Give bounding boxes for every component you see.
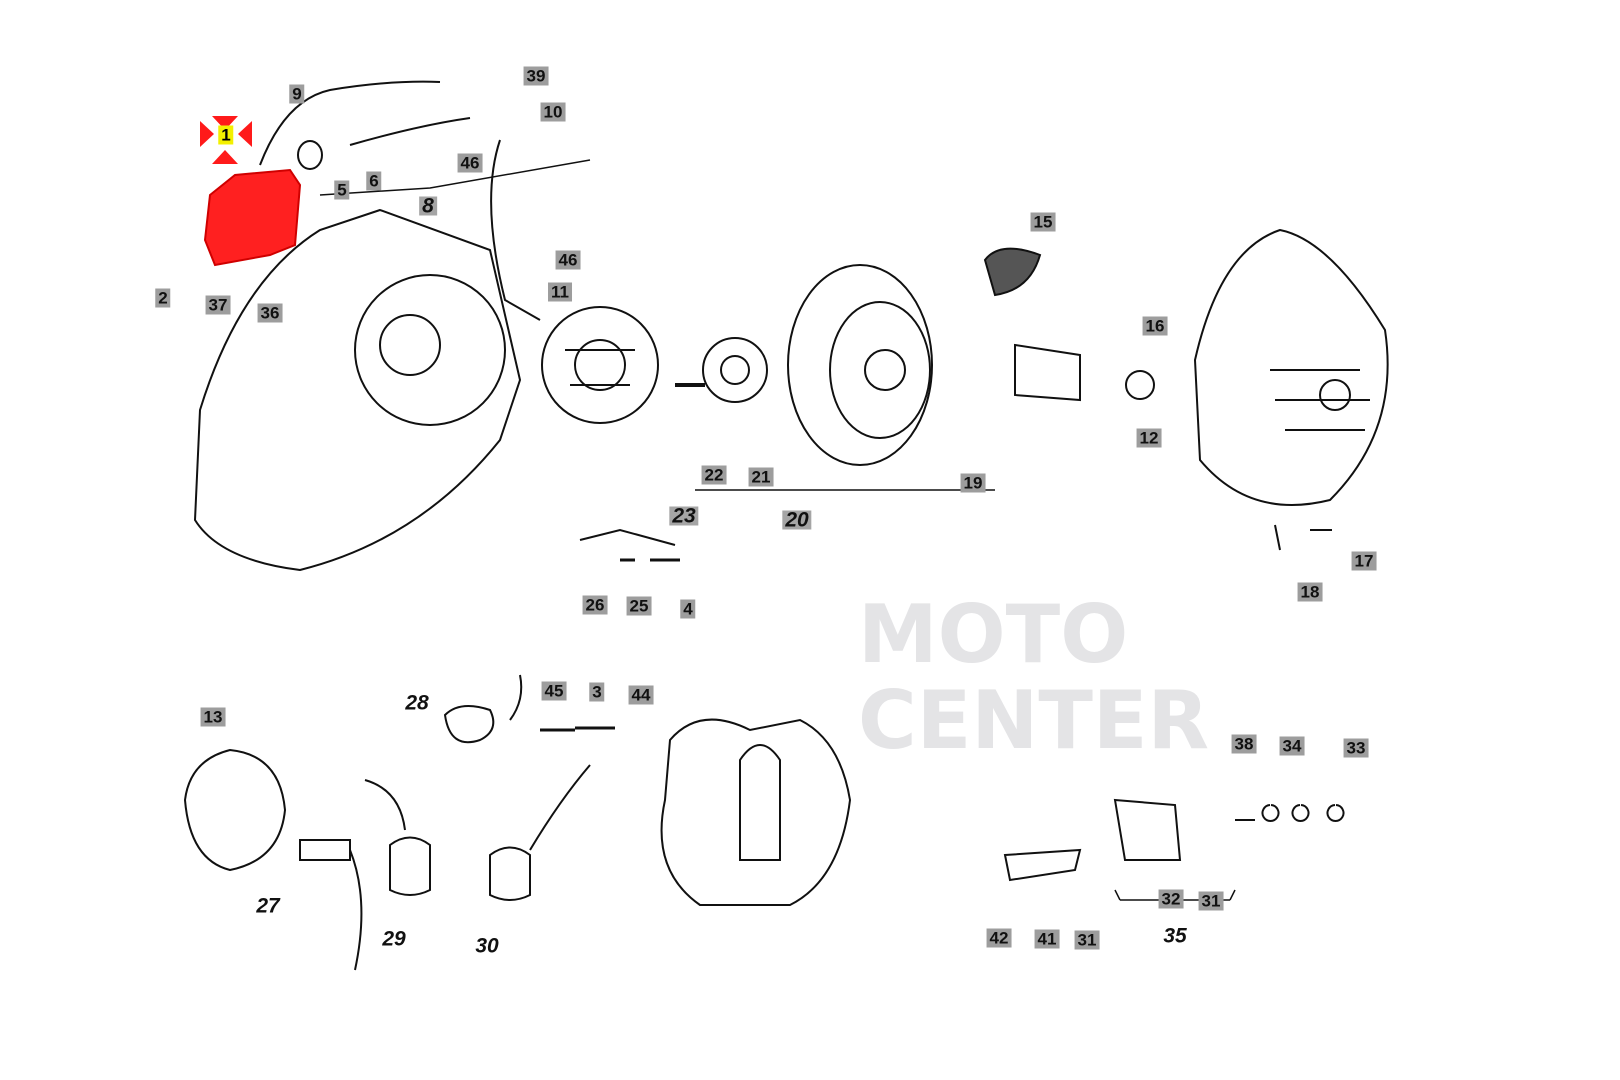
part-label[interactable]: 4 [680,599,696,619]
part-label[interactable]: 31 [1074,930,1100,950]
part-label[interactable]: 22 [701,465,727,485]
gasket-21 [702,337,768,403]
part-label[interactable]: 10 [540,102,566,122]
part-label[interactable]: 15 [1030,212,1056,232]
harness-11 [490,139,541,321]
part-label[interactable]: 11 [548,282,572,302]
part-label[interactable]: 42 [986,928,1012,948]
coil-30 [489,846,531,901]
cable-8 [349,117,471,146]
ignition-coil-part[interactable] [203,168,302,267]
part-label[interactable]: 41 [1034,929,1060,949]
part-label-selected[interactable]: 1 [218,125,234,145]
part-label[interactable]: 18 [1297,582,1323,602]
part-label[interactable]: 23 [669,506,699,527]
part-label[interactable]: 32 [1158,889,1184,909]
part-label[interactable]: 17 [1351,551,1377,571]
part-label[interactable]: 38 [1231,734,1257,754]
part-label[interactable]: 3 [589,682,605,702]
mount-plate [660,718,852,906]
part-label[interactable]: 30 [475,934,499,958]
screw-17 [1274,524,1332,551]
highlight-arrow-icon [200,121,214,147]
part-label[interactable]: 27 [256,894,280,918]
points-35 [1113,798,1182,861]
part-label[interactable]: 45 [541,681,567,701]
part-label[interactable]: 44 [628,685,654,705]
part-label[interactable]: 34 [1279,736,1305,756]
part-label[interactable]: 6 [366,171,382,191]
stator-plate-part [541,306,659,424]
part-label[interactable]: 12 [1136,428,1162,448]
part-label[interactable]: 37 [205,295,231,315]
hv-cable [259,80,441,166]
part-label[interactable]: 2 [155,288,171,308]
fan-cover-part [1193,228,1389,506]
lever-42 [1003,848,1082,882]
watermark: MOTO CENTER [858,588,1210,767]
part-label[interactable]: 39 [523,66,549,86]
part-label[interactable]: 25 [626,596,652,616]
part-label[interactable]: 35 [1163,924,1187,948]
cap-5 [297,140,323,170]
part-label[interactable]: 8 [419,196,437,217]
condenser-27 [299,839,351,861]
flywheel-part [787,264,933,466]
part-label[interactable]: 5 [334,180,350,200]
stator-housing [193,208,522,572]
part-label[interactable]: 19 [960,473,986,493]
cap-12 [1125,370,1155,400]
part-label[interactable]: 20 [782,510,812,531]
highlight-arrow-icon [212,150,238,164]
coil-28 [443,705,495,744]
part-label[interactable]: 46 [555,250,581,270]
coil-29 [389,836,431,896]
part-label[interactable]: 13 [200,707,226,727]
part-label[interactable]: 26 [582,595,608,615]
highlight-arrow-icon [238,121,252,147]
hub-19 [1014,343,1081,402]
part-label[interactable]: 21 [748,467,774,487]
rubber-15 [983,247,1042,297]
part-label[interactable]: 16 [1142,316,1168,336]
part-label[interactable]: 33 [1343,738,1369,758]
part-label[interactable]: 36 [257,303,283,323]
part-label[interactable]: 28 [405,691,429,715]
part-label[interactable]: 29 [382,927,406,951]
part-label[interactable]: 9 [289,84,305,104]
plate-13 [183,748,287,872]
part-label[interactable]: 31 [1198,891,1224,911]
part-label[interactable]: 46 [457,153,483,173]
